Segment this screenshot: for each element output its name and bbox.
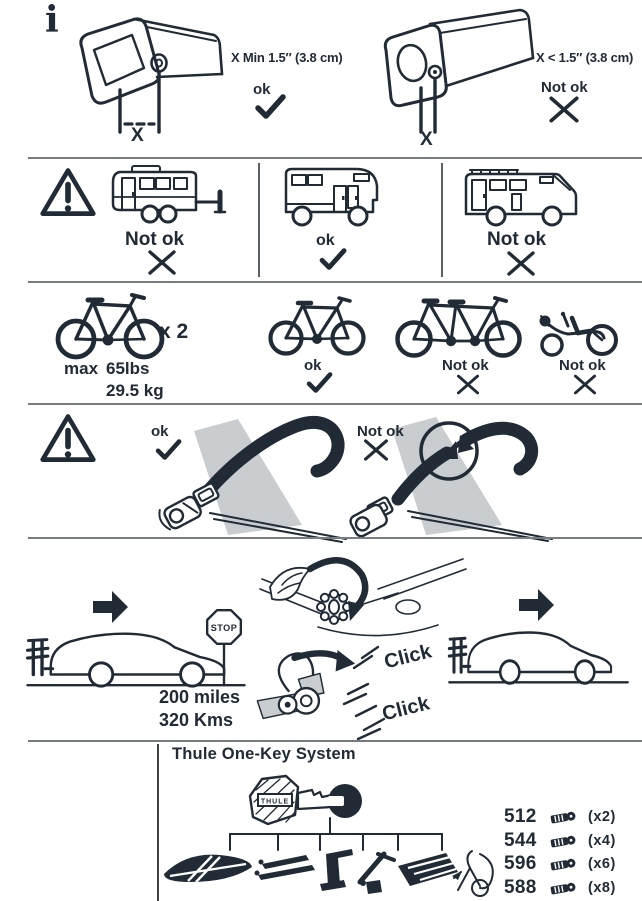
- divider: [28, 403, 642, 405]
- divider: [28, 281, 642, 283]
- camper-figure: [284, 167, 379, 227]
- bike-figure: [55, 293, 165, 360]
- divider: [157, 744, 159, 901]
- x-mark-icon: [549, 96, 579, 123]
- part-row: 512 (x2): [504, 806, 616, 828]
- motorhome-figure: [464, 169, 578, 227]
- product-tree: [229, 817, 443, 851]
- max-load-label: max: [64, 359, 99, 378]
- strap-twisted-label: Not ok: [357, 423, 404, 440]
- not-ok-label-hitch: Not ok: [541, 79, 588, 96]
- x-mark-icon: [573, 374, 597, 395]
- click-emphasis-lines: [342, 645, 386, 741]
- tandem-status-label: Not ok: [442, 357, 489, 374]
- part-row: 588 (x8): [504, 877, 616, 899]
- svg-text:STOP: STOP: [211, 623, 237, 633]
- product-silhouettes: [164, 849, 494, 897]
- stop-sign-figure: STOP: [205, 608, 243, 687]
- knob-tighten-figure: [259, 557, 467, 637]
- car-with-rack-figure: [447, 631, 629, 685]
- dimension-bad-label: X < 1.5″ (3.8 cm): [536, 50, 634, 65]
- trailer-figure: [111, 165, 227, 224]
- warning-triangle-icon: [40, 168, 96, 216]
- arrow-right-icon: [519, 589, 554, 621]
- lock-cylinder-icon: [550, 811, 576, 824]
- divider: [28, 157, 642, 159]
- magnifier-circle-icon: [419, 421, 479, 481]
- part-sku: 588: [504, 877, 537, 898]
- check-icon: [306, 372, 333, 393]
- load-bars-icon: [254, 855, 315, 880]
- part-row: 596 (x6): [504, 853, 616, 875]
- rotate-arrow-icon: [306, 557, 369, 609]
- recumbent-status-label: Not ok: [559, 357, 606, 374]
- max-load-lbs: 65lbs: [106, 359, 150, 378]
- lock-cylinder-icon: [550, 882, 576, 895]
- strap-twisted-figure: [349, 417, 553, 542]
- x-mark-icon: [148, 250, 176, 275]
- bike-rack-icon: [25, 638, 55, 677]
- divider: [258, 163, 260, 277]
- distance-kms-label: 320 Kms: [159, 710, 234, 730]
- car-with-rack-figure: [25, 632, 246, 688]
- x-mark-icon: [456, 374, 480, 395]
- trailer-status-label: Not ok: [125, 229, 185, 250]
- divider: [441, 163, 443, 277]
- thule-key-figure: THULE: [248, 774, 362, 826]
- lock-cylinder-icon: [550, 858, 576, 871]
- camper-status-label: ok: [316, 232, 335, 249]
- one-key-title: Thule One-Key System: [172, 745, 356, 763]
- recumbent-bike-figure: [539, 311, 618, 357]
- divider: [28, 537, 642, 539]
- part-row: 544 (x4): [504, 830, 616, 852]
- fork-mount-icon: [357, 851, 396, 894]
- strap-ok-label: ok: [151, 423, 169, 440]
- part-sku: 512: [504, 806, 537, 827]
- hitch-receiver-bad-figure: [383, 8, 535, 134]
- arrow-right-icon: [93, 591, 128, 623]
- max-load-kg: 29.5 kg: [106, 381, 164, 400]
- lock-cylinder-icon: [550, 835, 576, 848]
- cargo-basket-icon: [398, 853, 458, 886]
- x-dimension-label-left: X: [131, 125, 144, 146]
- bike-rack-icon: [447, 636, 472, 674]
- divider: [28, 740, 642, 742]
- svg-text:THULE: THULE: [261, 799, 289, 806]
- part-sku: 544: [504, 830, 537, 851]
- x-dimension-label-right: X: [420, 129, 433, 150]
- tandem-bike-figure: [395, 296, 522, 358]
- single-bike-status-label: ok: [304, 357, 322, 374]
- check-icon: [319, 248, 347, 270]
- part-qty: (x2): [588, 809, 616, 825]
- motorhome-status-label: Not ok: [487, 229, 547, 250]
- dimension-ok-label: X Min 1.5″ (3.8 cm): [231, 50, 343, 65]
- part-qty: (x6): [588, 856, 616, 872]
- bike-outline-icon: [452, 850, 494, 897]
- hitch-receiver-ok-figure: [79, 17, 224, 134]
- info-icon: i: [45, 0, 59, 41]
- check-icon: [155, 439, 182, 460]
- ok-label-hitch: ok: [253, 81, 271, 98]
- check-icon: [255, 94, 286, 119]
- part-qty: (x8): [588, 880, 616, 896]
- warning-triangle-icon: [40, 414, 96, 462]
- bike-count-label: x 2: [159, 320, 189, 343]
- strap-ok-figure: [158, 415, 347, 543]
- distance-miles-label: 200 miles: [159, 687, 241, 707]
- rotate-arrow-icon: [291, 650, 347, 663]
- part-sku: 596: [504, 853, 537, 874]
- x-mark-icon: [507, 251, 535, 276]
- ratchet-click-figure: [256, 649, 356, 720]
- foot-pack-icon: [320, 849, 353, 891]
- single-bike-figure: [268, 296, 366, 356]
- x-mark-icon: [364, 439, 388, 461]
- part-qty: (x4): [588, 833, 616, 849]
